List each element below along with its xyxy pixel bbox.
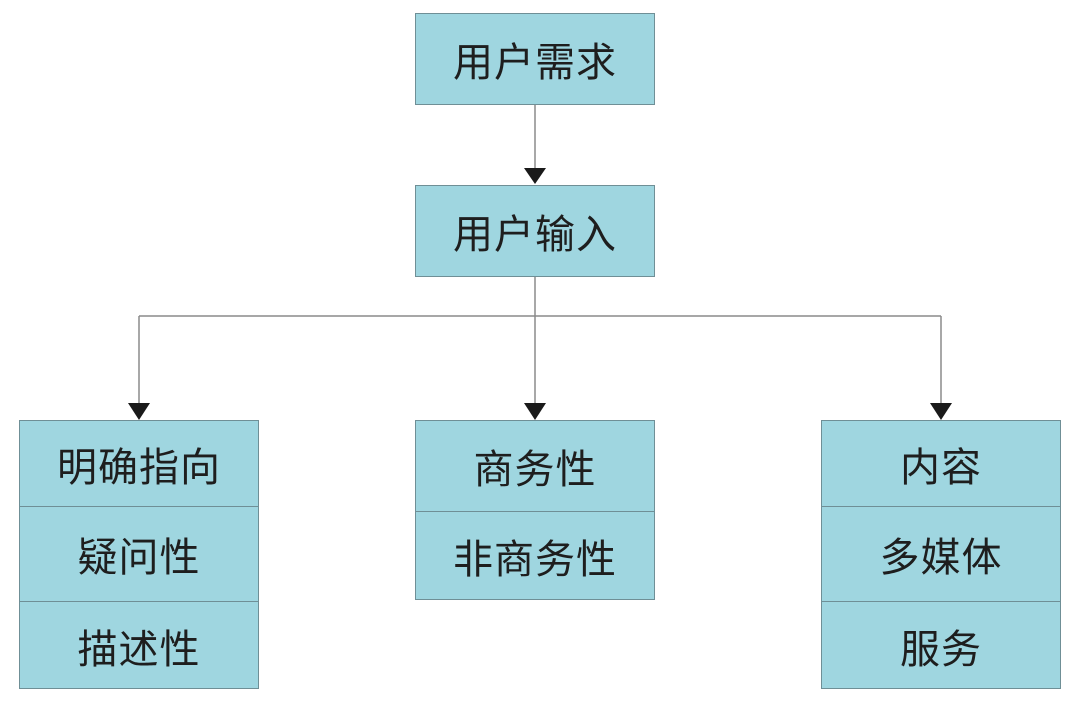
- node-user-input: 用户输入: [415, 185, 655, 277]
- branch-cell-label: 非商务性: [453, 537, 617, 583]
- branch-cell-label: 明确指向: [57, 444, 221, 491]
- arrowhead-center: [524, 403, 546, 420]
- branch-cell: 非商务性: [416, 511, 654, 600]
- branch-cell-label: 内容: [900, 444, 982, 491]
- branch-stack-center: 商务性 非商务性: [415, 420, 655, 600]
- branch-cell: 多媒体: [822, 506, 1060, 601]
- node-user-demand: 用户需求: [415, 13, 655, 105]
- branch-cell-label: 服务: [900, 626, 982, 673]
- node-user-input-label: 用户输入: [453, 212, 617, 258]
- branch-stack-right: 内容 多媒体 服务: [821, 420, 1061, 689]
- branch-cell: 描述性: [20, 601, 258, 689]
- arrowhead-input: [524, 168, 546, 184]
- branch-cell: 疑问性: [20, 506, 258, 601]
- branch-cell-label: 描述性: [77, 626, 201, 673]
- branch-cell-label: 多媒体: [879, 535, 1003, 581]
- branch-cell: 商务性: [416, 421, 654, 511]
- arrowhead-right: [930, 403, 952, 420]
- arrowhead-left: [128, 403, 150, 420]
- branch-stack-left: 明确指向 疑问性 描述性: [19, 420, 259, 689]
- branch-cell: 明确指向: [20, 421, 258, 506]
- branch-cell-label: 疑问性: [77, 535, 201, 581]
- branch-cell-label: 商务性: [473, 447, 597, 493]
- branch-cell: 内容: [822, 421, 1060, 506]
- branch-cell: 服务: [822, 601, 1060, 689]
- node-user-demand-label: 用户需求: [453, 40, 617, 86]
